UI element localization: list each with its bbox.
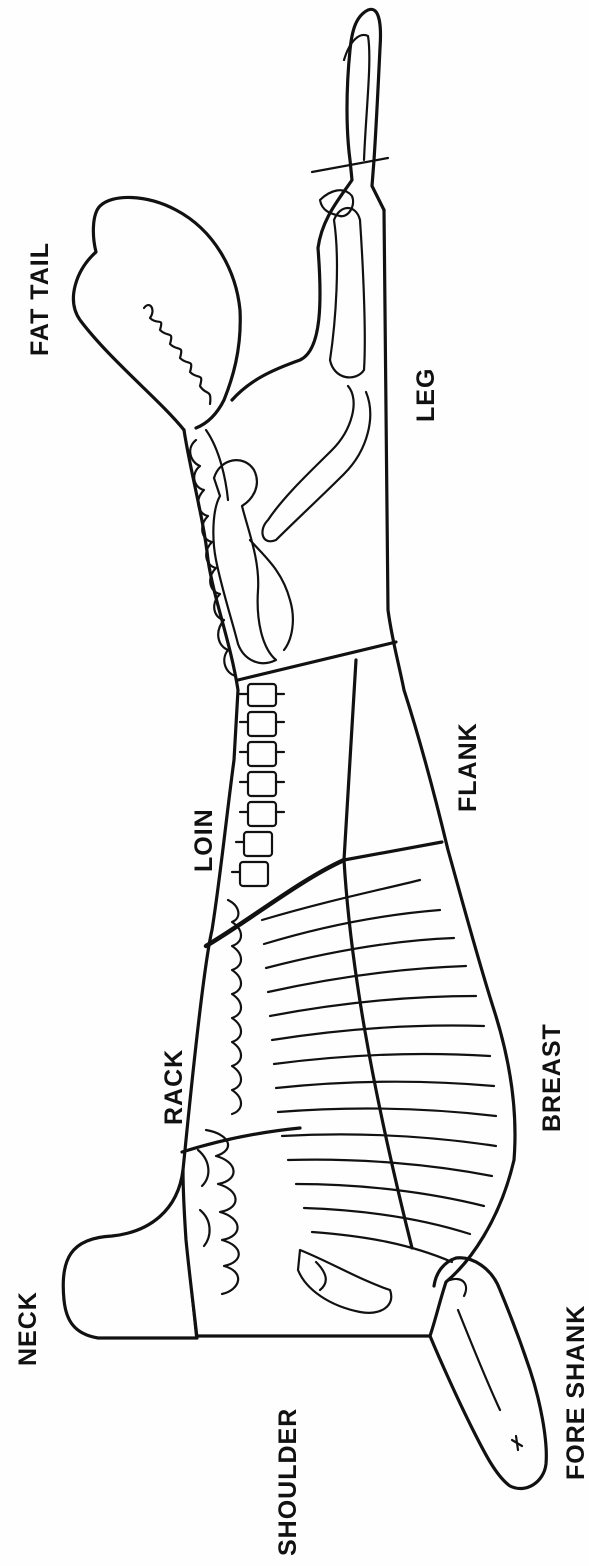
- label-fore-shank: FORE SHANK: [562, 1305, 589, 1480]
- label-rack: RACK: [160, 1049, 188, 1125]
- fore-shank-outline: [430, 1258, 546, 1489]
- label-breast: BREAST: [538, 1023, 566, 1132]
- label-flank: FLANK: [454, 722, 482, 812]
- label-leg: LEG: [412, 368, 440, 422]
- label-neck: NECK: [14, 1291, 42, 1366]
- cut-labels: FAT TAIL LEG FLANK LOIN RACK BREAST NECK…: [14, 242, 589, 1556]
- label-shoulder: SHOULDER: [274, 1408, 302, 1556]
- fat-tail-outline: [73, 197, 240, 430]
- label-fat-tail: FAT TAIL: [26, 242, 54, 356]
- label-loin: LOIN: [190, 808, 218, 872]
